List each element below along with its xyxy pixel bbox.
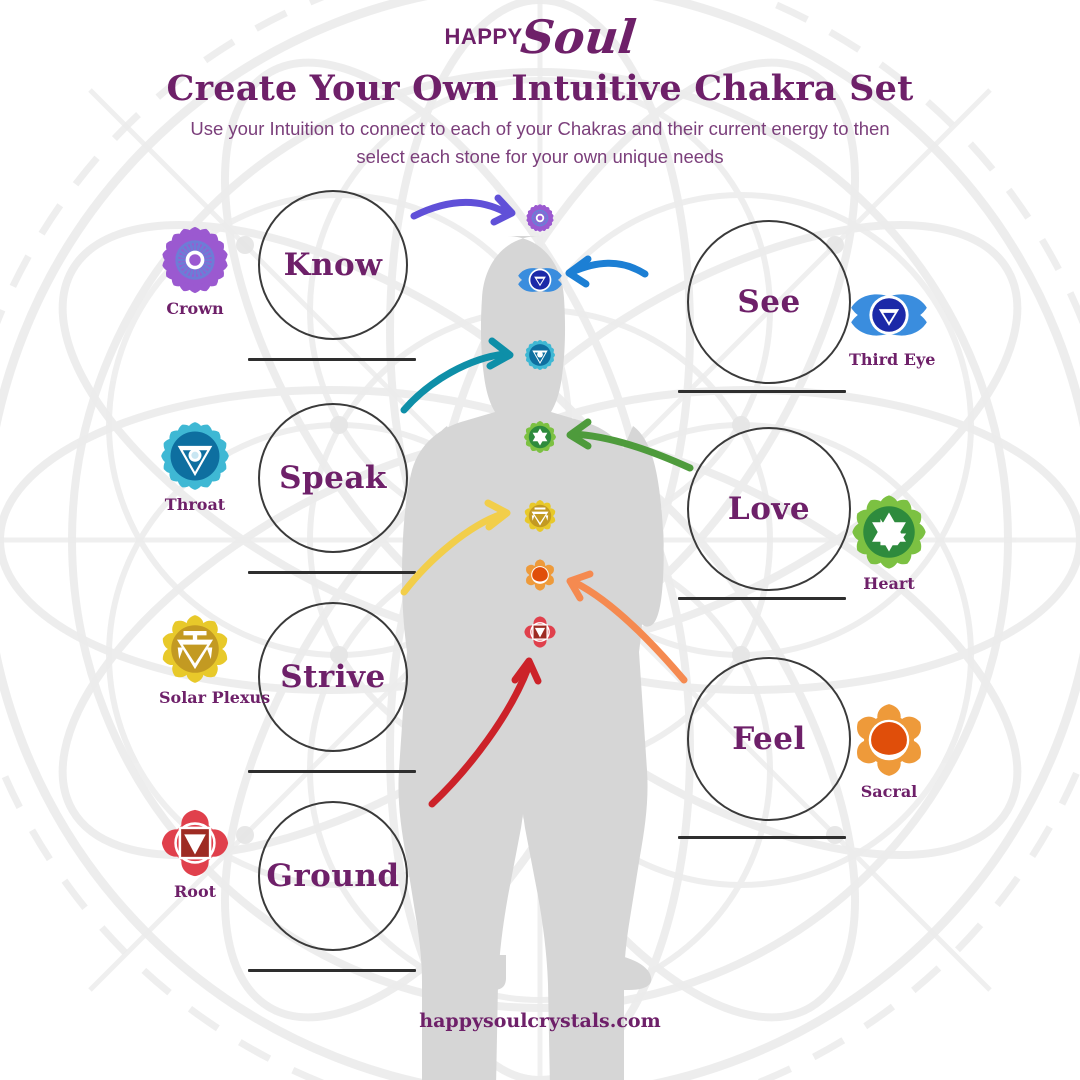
chakra-label-root: Root — [173, 882, 217, 901]
throat-chakra-icon — [160, 421, 230, 491]
body-chakra-root — [524, 616, 556, 648]
body-chakra-throat — [524, 339, 556, 371]
body-chakra-heart — [524, 421, 556, 453]
word-label-ground: Ground — [266, 858, 400, 894]
arrow-to-throat — [400, 337, 514, 414]
word-label-love: Love — [727, 491, 811, 527]
blank-line-know[interactable] — [248, 358, 416, 361]
chakra-label-throat: Throat — [164, 495, 226, 514]
third-eye-chakra-icon — [851, 294, 927, 336]
body-chakra-sacral — [523, 559, 557, 591]
word-circle-speak[interactable]: Speak — [258, 403, 408, 553]
word-circle-ground[interactable]: Ground — [258, 801, 408, 951]
sacral-chakra-icon — [852, 704, 926, 776]
arrow-to-root — [428, 657, 542, 808]
heart-chakra-icon — [852, 495, 926, 569]
word-label-feel: Feel — [732, 721, 806, 757]
arrow-to-solar-plexus — [400, 499, 511, 596]
chakra-label-sacral: Sacral — [860, 782, 918, 801]
chakra-label-heart: Heart — [863, 574, 915, 593]
word-circle-love[interactable]: Love — [687, 427, 851, 591]
word-label-know: Know — [283, 247, 383, 283]
chakra-badge-crown: Crown — [159, 224, 231, 318]
blank-line-love[interactable] — [678, 597, 846, 600]
body-chakra-solar-plexus — [523, 500, 557, 532]
body-chakra-crown — [525, 204, 555, 232]
chakra-label-third-eye: Third Eye — [849, 350, 936, 369]
arrow-to-heart — [566, 418, 694, 472]
page-title: Create Your Own Intuitive Chakra Set — [166, 68, 914, 109]
blank-line-ground[interactable] — [248, 969, 416, 972]
blank-line-strive[interactable] — [248, 770, 416, 773]
logo-text-happy: HAPPY — [444, 24, 523, 49]
solar-plexus-chakra-icon — [160, 615, 230, 683]
crown-chakra-icon — [161, 226, 229, 294]
root-chakra-icon — [161, 809, 229, 877]
word-circle-feel[interactable]: Feel — [687, 657, 851, 821]
arrow-to-sacral — [566, 570, 688, 684]
blank-line-see[interactable] — [678, 390, 846, 393]
arrow-to-third-eye — [565, 255, 649, 288]
word-label-speak: Speak — [279, 460, 387, 496]
word-label-see: See — [737, 284, 801, 320]
blank-line-speak[interactable] — [248, 571, 416, 574]
chakra-label-crown: Crown — [166, 299, 224, 318]
blank-line-feel[interactable] — [678, 836, 846, 839]
word-circle-strive[interactable]: Strive — [258, 602, 408, 752]
chakra-badge-sacral: Sacral — [850, 701, 928, 801]
word-label-strive: Strive — [280, 659, 386, 695]
word-circle-see[interactable]: See — [687, 220, 851, 384]
brand-logo: HAPPYSoul — [0, 10, 1080, 64]
footer-website[interactable]: happysoulcrystals.com — [419, 1010, 661, 1032]
body-chakra-third-eye — [518, 268, 562, 292]
chakra-badge-root: Root — [159, 807, 231, 901]
chakra-badge-third-eye: Third Eye — [849, 283, 936, 369]
arrow-to-crown — [410, 194, 516, 226]
word-circle-know[interactable]: Know — [258, 190, 408, 340]
chakra-badge-throat: Throat — [159, 420, 231, 514]
chakra-badge-heart: Heart — [850, 493, 928, 593]
page-subtitle: Use your Intuition to connect to each of… — [190, 118, 890, 167]
